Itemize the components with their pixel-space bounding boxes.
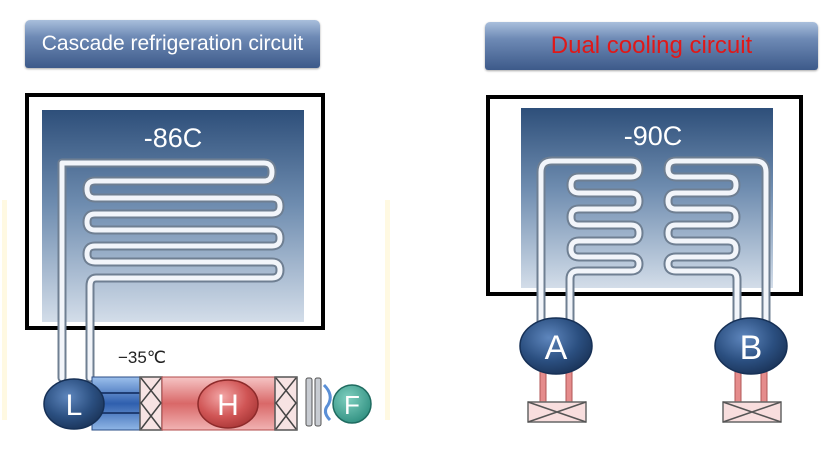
cascade-valve-2	[274, 376, 298, 431]
compressor-b-label: B	[740, 329, 763, 367]
cascade-evaporator-coil	[57, 158, 285, 383]
cascade-valve-1	[139, 376, 163, 431]
compressor-b: B	[714, 317, 788, 375]
cascade-aux-temperature: −35℃	[118, 348, 166, 367]
dual-chamber-temperature: -90C	[624, 121, 683, 151]
evaporator-coil-b	[663, 156, 771, 335]
evaporator-coil-a	[536, 156, 644, 335]
valve-a	[527, 401, 587, 423]
fan-label: F	[344, 390, 360, 420]
pipes-a	[539, 369, 573, 403]
cascade-circuit: -86C −35℃ L H F	[25, 93, 372, 431]
left-divider-bar	[2, 200, 7, 420]
fan-blades	[305, 377, 332, 427]
cascade-circuit-title: Cascade refrigeration circuit	[41, 32, 304, 55]
compressor-high: H	[197, 379, 259, 429]
cascade-circuit-title-banner: Cascade refrigeration circuit	[25, 20, 320, 68]
dual-cooling-title: Dual cooling circuit	[550, 32, 753, 59]
valve-b	[722, 401, 782, 423]
compressor-a: A	[519, 317, 593, 375]
compressor-low-label: L	[66, 389, 83, 422]
compressor-a-label: A	[545, 329, 568, 367]
dual-cooling-circuit: -90C A B	[486, 95, 803, 423]
compressor-low: L	[43, 378, 105, 430]
fan-motor: F	[332, 384, 372, 424]
pipes-b	[734, 369, 768, 403]
dual-cooling-title-banner: Dual cooling circuit	[485, 22, 818, 70]
compressor-high-label: H	[217, 389, 239, 422]
right-divider-bar	[385, 200, 390, 420]
cascade-chamber-temperature: -86C	[144, 123, 203, 153]
